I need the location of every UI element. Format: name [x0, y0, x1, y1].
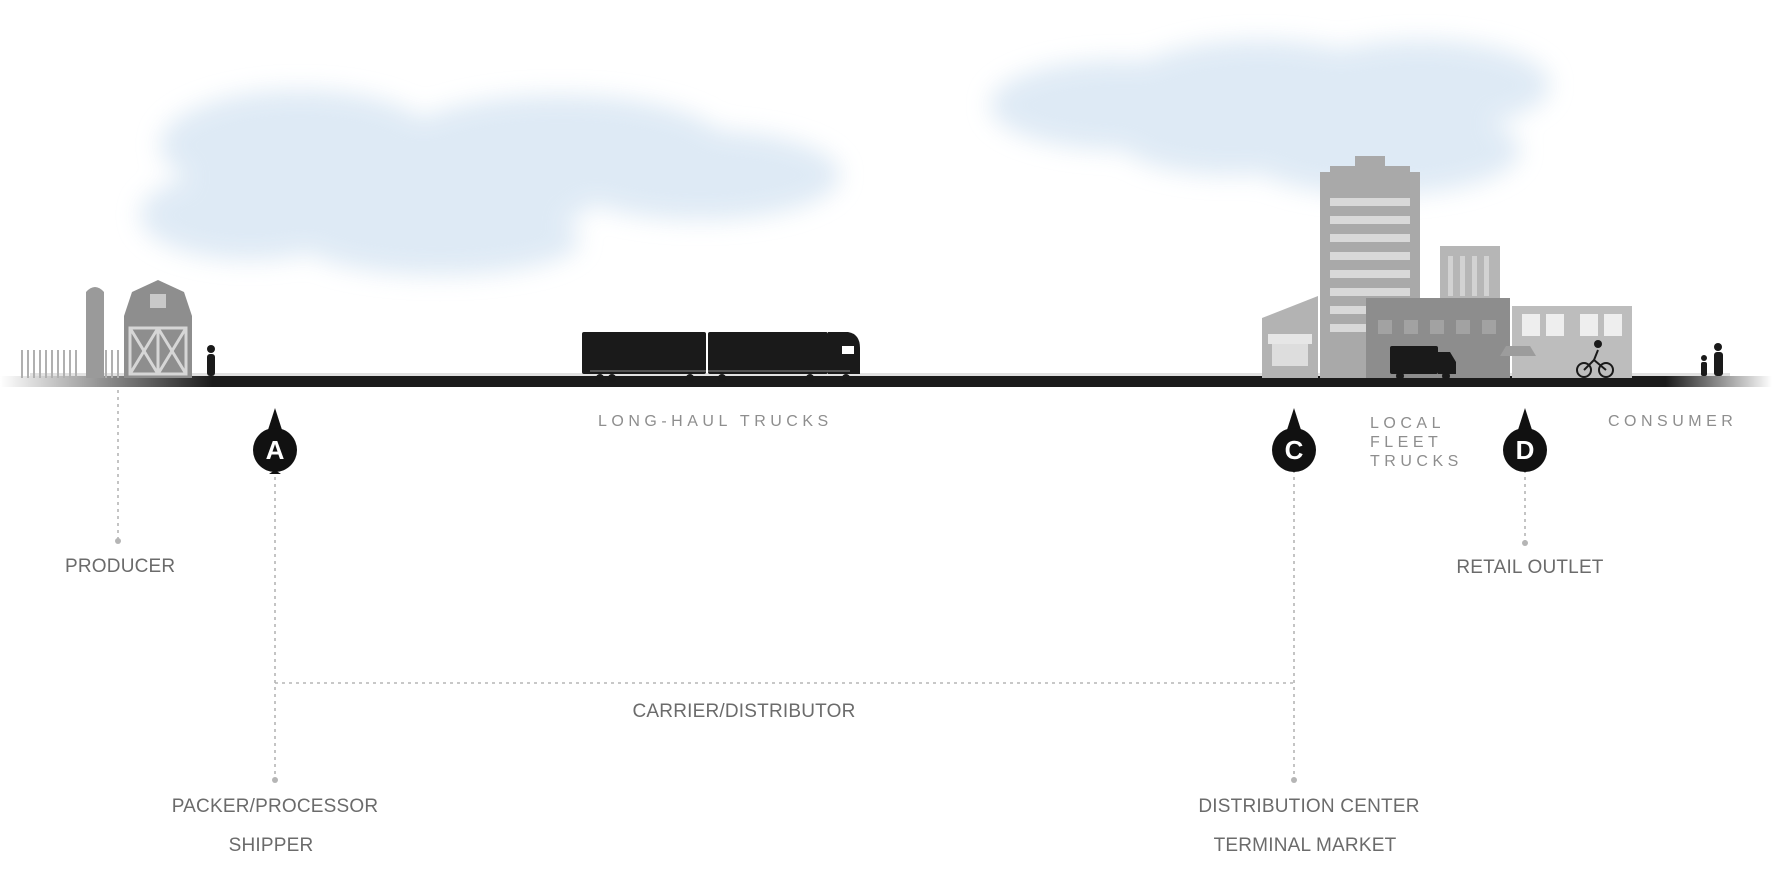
city [1262, 156, 1632, 380]
consumer-label: CONSUMER [1608, 413, 1738, 430]
consumer-figures [1701, 343, 1723, 376]
farmer-figure [207, 345, 215, 376]
producer-label: PRODUCER [65, 556, 176, 577]
terminal-market-label: TERMINAL MARKET [1213, 835, 1397, 856]
marker-d-letter: D [1516, 435, 1535, 465]
carrier-distributor-label: CARRIER/DISTRIBUTOR [632, 701, 856, 722]
local-fleet-label-2: FLEET [1370, 434, 1443, 451]
packer-dot [272, 777, 278, 783]
marker-d: D [1503, 408, 1547, 472]
long-haul-truck [582, 332, 860, 382]
road-shadow [30, 373, 1730, 376]
cloud-right [990, 40, 1550, 195]
local-fleet-label-1: LOCAL [1370, 415, 1445, 432]
shipper-label: SHIPPER [228, 835, 314, 856]
connectors [117, 390, 1526, 780]
silo [86, 287, 104, 378]
long-haul-label: LONG-HAUL TRUCKS [598, 413, 833, 430]
marker-a-letter: A [266, 435, 285, 465]
barn [124, 280, 192, 378]
retail-outlet-label: RETAIL OUTLET [1456, 557, 1604, 578]
packer-processor-label: PACKER/PROCESSOR [171, 796, 379, 817]
marker-a: A [253, 408, 297, 474]
marker-c: C [1272, 408, 1316, 472]
distribution-center-label: DISTRIBUTION CENTER [1198, 796, 1420, 817]
retail-dot [1522, 540, 1528, 546]
local-fleet-label-3: TRUCKS [1370, 453, 1463, 470]
distribution-dot [1291, 777, 1297, 783]
producer-dot [115, 538, 121, 544]
cloud-left [140, 90, 840, 275]
marker-c-letter: C [1285, 435, 1304, 465]
road [0, 376, 1772, 387]
